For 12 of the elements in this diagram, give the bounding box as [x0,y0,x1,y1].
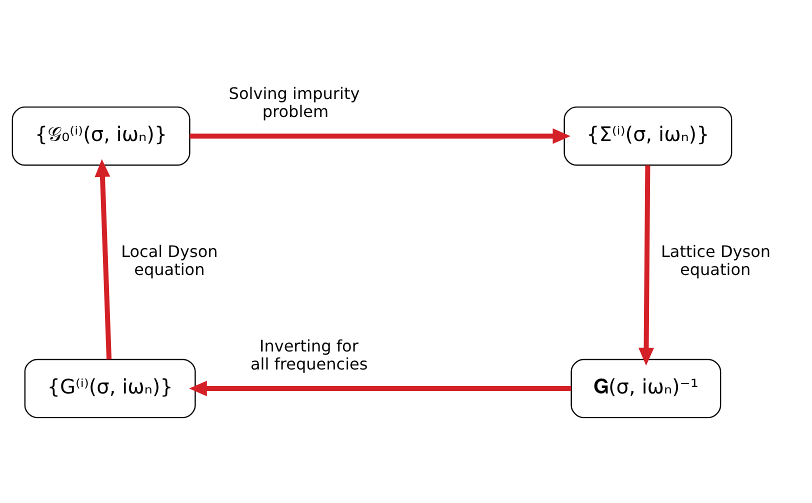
node-box: {G⁽ⁱ⁾(σ, iωₙ)} [24,358,196,418]
node-box: {Σ⁽ⁱ⁾(σ, iωₙ)} [564,106,732,166]
node-box: {𝒢₀⁽ⁱ⁾(σ, iωₙ)} [12,106,190,166]
node-box: 𝐆(σ, iωₙ)⁻¹ [570,358,722,418]
arrow [190,128,570,144]
edge-label: Lattice Dyson equation [660,242,771,279]
arrow [189,380,572,396]
arrow [94,158,112,359]
edge-label: Solving impurity problem [228,83,360,120]
edge-label: Inverting for all frequencies [250,336,368,373]
edge-label: Local Dyson equation [121,242,218,279]
arrow [638,164,654,366]
